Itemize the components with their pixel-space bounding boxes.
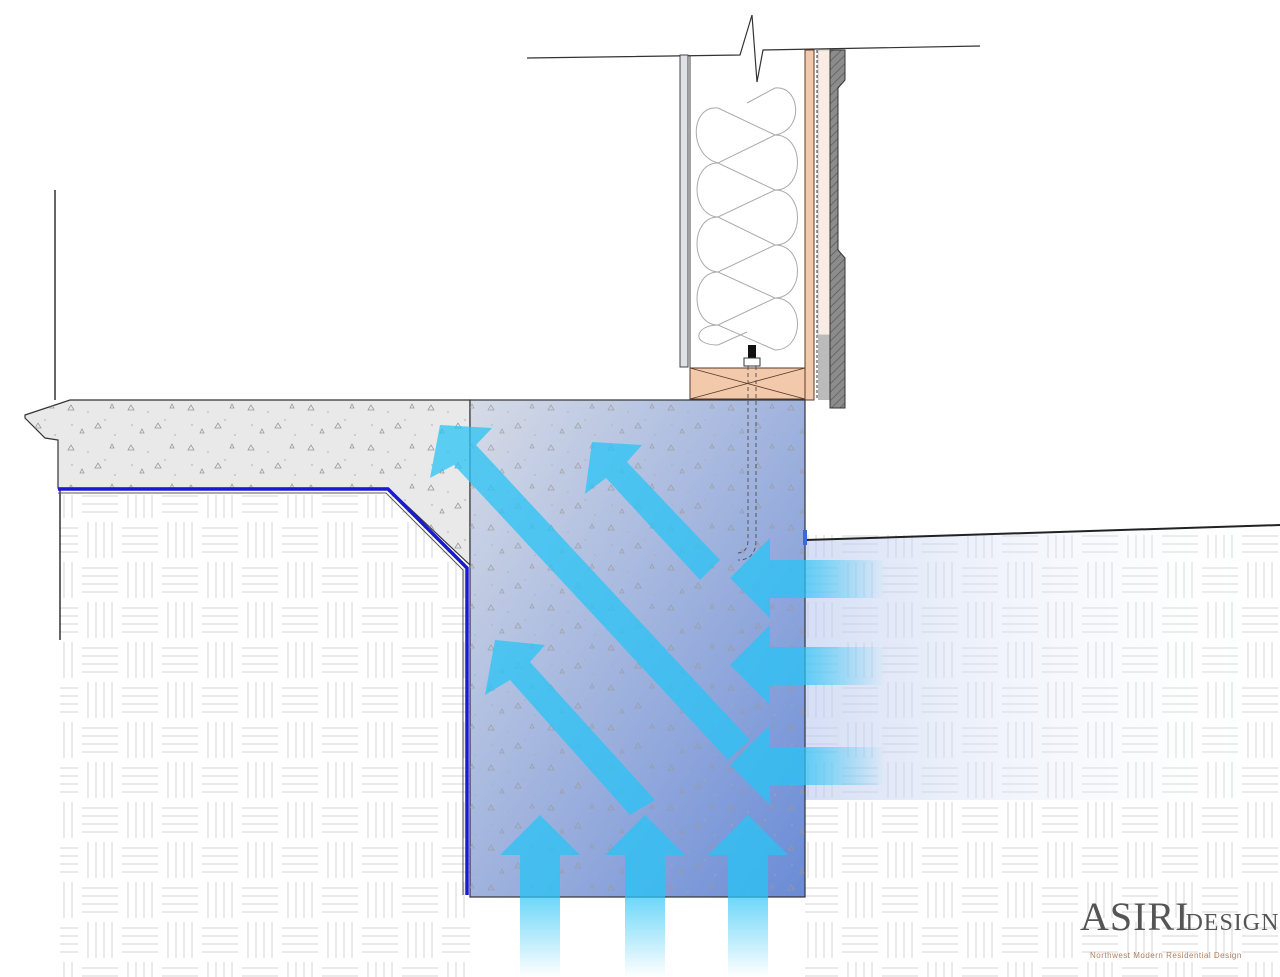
interior-wall-line: [54, 190, 61, 640]
moisture-arrow-icon: [730, 725, 885, 805]
logo-name-main: ASIRI: [1080, 894, 1190, 939]
logo-tagline: Northwest Modern Residential Design: [1090, 951, 1242, 960]
moisture-arrow-icon: [430, 425, 750, 760]
moisture-arrow-icon: [585, 442, 720, 580]
anchor-bolt-icon: [737, 345, 761, 561]
moisture-arrows: [430, 425, 885, 977]
asiri-designs-logo: ASIRIDESIGNS Northwest Modern Residentia…: [1080, 893, 1280, 960]
exterior-siding: [829, 49, 846, 409]
moisture-arrow-icon: [500, 815, 580, 977]
wall-sheathing: [804, 49, 815, 401]
logo-name-sub: DESIGNS: [1185, 910, 1280, 936]
moisture-arrow-icon: [730, 625, 885, 705]
rain-screen: [817, 49, 831, 336]
moisture-arrow-icon: [605, 815, 685, 977]
moisture-arrow-icon: [708, 815, 788, 977]
soil-left: [60, 495, 470, 977]
insulation-batt-icon: [695, 87, 798, 351]
moisture-arrow-icon: [730, 538, 885, 618]
moisture-arrow-icon: [485, 640, 655, 815]
gypsum-board: [679, 54, 689, 368]
wall-break-line: [526, 14, 981, 83]
exterior-grade-line: [804, 524, 1280, 541]
grade-shading: [805, 525, 1280, 800]
waterproof-membrane: [58, 487, 469, 895]
